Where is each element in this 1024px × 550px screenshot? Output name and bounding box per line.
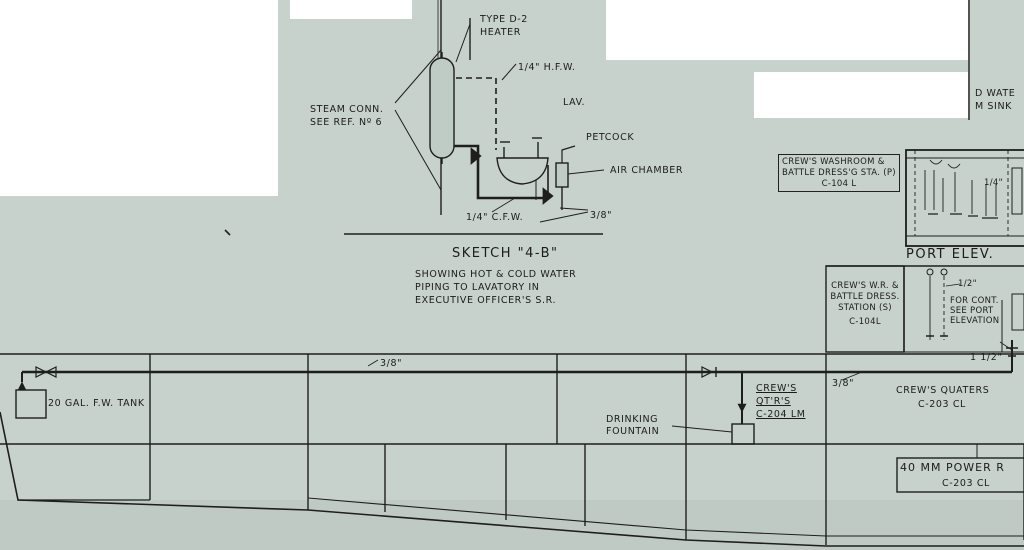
cfw-label: 1/4" C.F.W. — [466, 212, 524, 223]
washroom-box-line-2: BATTLE DRESS'G STA. (P) — [782, 168, 896, 178]
redaction-mask-top-right — [606, 0, 968, 60]
steam-label-1: STEAM CONN. — [310, 104, 384, 115]
sketch-title: SKETCH "4-B" — [452, 246, 559, 261]
crews-wr-line-4: C-104L — [849, 317, 881, 327]
for-cont-line-1: FOR CONT. — [950, 296, 999, 306]
port-elev-label: PORT ELEV. — [906, 247, 995, 262]
crews-wr-line-3: STATION (S) — [838, 303, 892, 313]
pipe-size-label-b: 3/8" — [832, 378, 855, 389]
sketch-caption-2: PIPING TO LAVATORY IN — [415, 282, 540, 293]
power-room-line-2: C-203 CL — [942, 478, 990, 489]
lavatory-sink — [496, 157, 549, 185]
hfw-pipe — [456, 77, 497, 150]
heater-tank — [429, 57, 455, 159]
crews-wr-line-1: CREW'S W.R. & — [831, 281, 899, 291]
redaction-mask-top — [290, 0, 412, 19]
drinking-fountain — [731, 423, 755, 445]
washroom-box — [778, 154, 900, 192]
fw-tank-label: 20 GAL. F.W. TANK — [48, 398, 145, 409]
heater-label-2: HEATER — [480, 27, 521, 38]
crews-quaters-line-1: CREW'S QUATERS — [896, 385, 990, 396]
crews-qtrs-line-3: C-204 LM — [756, 409, 806, 420]
washroom-box-line-1: CREW'S WASHROOM & — [782, 157, 885, 167]
steam-label-2: SEE REF. Nº 6 — [310, 117, 383, 128]
fw-tank — [15, 389, 47, 419]
washroom-elevation-frame — [905, 149, 1024, 247]
washroom-box-line-3: C-104 L — [821, 179, 857, 189]
pipe-size-label-a: 3/8" — [380, 358, 403, 369]
for-cont-line-2: SEE PORT — [950, 306, 994, 316]
redaction-mask-left — [0, 0, 278, 196]
air-chamber-label: AIR CHAMBER — [610, 165, 684, 176]
cfw-pipe — [454, 144, 548, 200]
redaction-mask-right — [754, 72, 968, 118]
partial-label-sink: M SINK — [975, 101, 1012, 112]
lav-label: LAV. — [563, 97, 586, 108]
petcock — [561, 145, 576, 165]
drinking-fountain-line-1: DRINKING — [606, 414, 659, 425]
partial-label-water: D WATE — [975, 88, 1016, 99]
quarter-label: 1/4" — [984, 178, 1003, 188]
heater-label-1: TYPE D-2 — [480, 14, 528, 25]
sketch-caption-1: SHOWING HOT & COLD WATER — [415, 269, 577, 280]
three-eighths-label: 3/8" — [590, 210, 613, 221]
petcock-label: PETCOCK — [586, 132, 635, 143]
for-cont-line-3: ELEVATION — [950, 316, 1000, 326]
crews-wr-line-2: BATTLE DRESS. — [830, 292, 900, 302]
power-room-frame — [896, 457, 1024, 493]
drinking-fountain-line-2: FOUNTAIN — [606, 426, 660, 437]
crews-qtrs-line-1: CREW'S — [756, 383, 797, 394]
power-room-line-1: 40 MM POWER R — [900, 461, 1005, 474]
half-label: 1/2" — [958, 279, 977, 289]
one-half-label: 1 1/2" — [970, 352, 1003, 363]
hull-outline — [0, 411, 1024, 547]
air-chamber — [555, 162, 569, 188]
sketch-caption-3: EXECUTIVE OFFICER'S S.R. — [415, 295, 557, 306]
crews-quaters-line-2: C-203 CL — [918, 399, 966, 410]
crews-qtrs-line-2: QT'R'S — [756, 396, 791, 407]
hfw-label: 1/4" H.F.W. — [518, 62, 576, 73]
